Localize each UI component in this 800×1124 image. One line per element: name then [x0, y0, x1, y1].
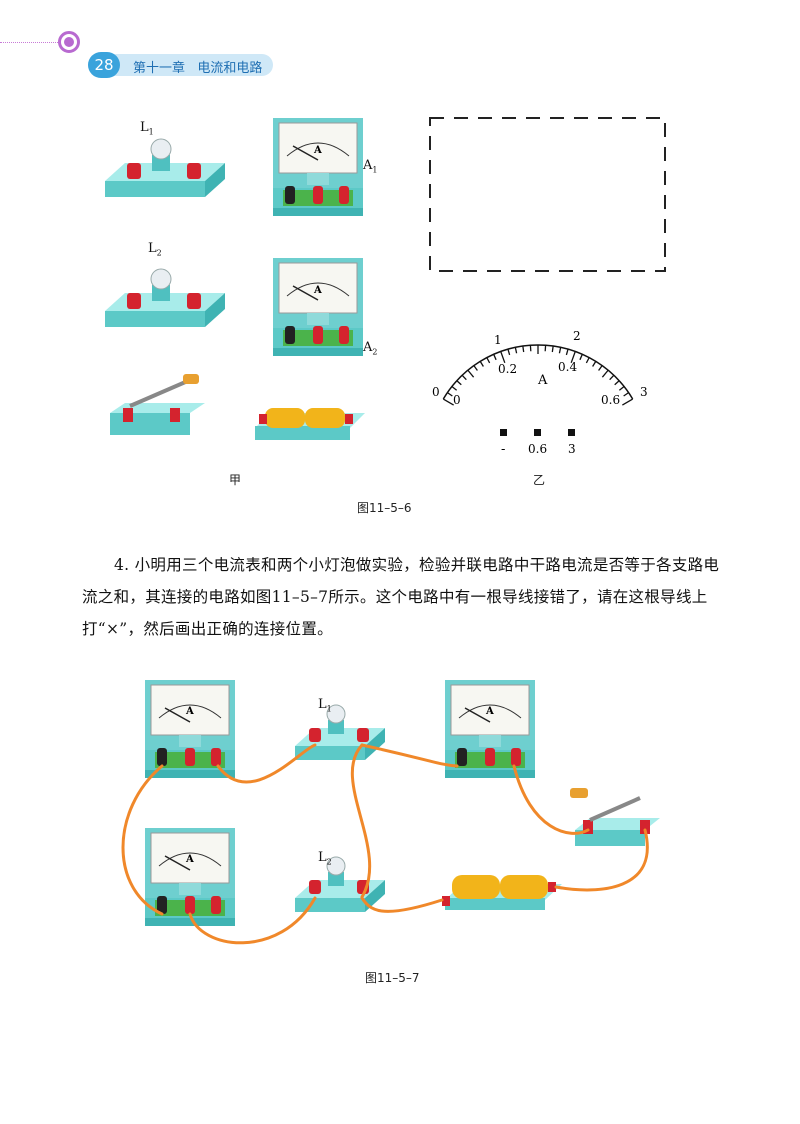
dial-outer-tick: 2 [573, 329, 581, 343]
dial-tick-mark [514, 347, 518, 354]
figure2-circuit: A A A [121, 679, 660, 945]
fig2-label-L1: L1 [318, 697, 332, 714]
dial-tick-mark [456, 380, 462, 386]
terminal-label: - [501, 442, 505, 457]
dial-outer-tick: 0 [432, 385, 440, 399]
meter-face-letter: A [185, 706, 194, 717]
header-ring-icon [58, 31, 80, 53]
dial-tick-mark [585, 357, 590, 364]
dial-outer-tick: 3 [640, 385, 648, 399]
switch [110, 374, 205, 435]
dial-tick-mark [493, 354, 497, 361]
lamp-L2 [104, 268, 226, 328]
dial-tick-mark [507, 348, 511, 356]
meter-face-letter: A [313, 285, 322, 296]
lamp-L1 [104, 138, 226, 198]
meter-face-letter: A [485, 706, 494, 717]
dial-tick-mark [551, 345, 554, 353]
figure2-caption: 图11–5–7 [365, 971, 420, 985]
terminal-minus-icon [500, 429, 507, 436]
figure1-caption: 图11–5–6 [357, 501, 412, 515]
dial-inner-tick: 0.4 [558, 360, 577, 374]
dial-inner-tick: 0 [453, 393, 461, 407]
dial-tick-mark [618, 385, 625, 391]
dial-tick-mark [565, 348, 569, 356]
ammeter-top-left [144, 679, 236, 779]
fig2-label-L2: L2 [318, 850, 332, 867]
dial-tick-mark [601, 369, 609, 378]
dial-inner-tick: 0.6 [601, 393, 620, 407]
dial-tick-mark [570, 351, 576, 364]
dial-tick-mark [623, 392, 629, 397]
dial-tick-mark [579, 354, 583, 361]
chapter-title: 第十一章 电流和电路 [133, 61, 263, 76]
ammeter-A1 [272, 117, 364, 217]
label-L1: L1 [140, 120, 154, 137]
dial-tick-mark [473, 365, 478, 371]
dial-tick-mark [500, 351, 506, 364]
dial-tick-mark [598, 365, 603, 371]
dial-tick-mark [592, 361, 597, 367]
dial-tick-mark [622, 398, 634, 406]
dial-tick-mark [451, 385, 458, 391]
lamp-L2 [294, 856, 386, 913]
header-rule [0, 42, 70, 43]
terminal-0.6-icon [534, 429, 541, 436]
dial-ticks [442, 344, 634, 406]
battery [442, 875, 562, 910]
dial-tick-mark [486, 357, 491, 364]
lamp-L1 [294, 704, 386, 761]
dial-unit: A [537, 373, 548, 388]
switch [570, 788, 660, 846]
question-text: 4. 小明用三个电流表和两个小灯泡做实验，检验并联电路中干路电流是否等于各支路电… [82, 556, 720, 638]
dial-tick-mark [447, 392, 453, 397]
dial-tick-mark [467, 369, 475, 378]
ammeter-A2 [272, 257, 364, 357]
label-A1: A1 [363, 158, 378, 175]
dial-inner-tick: 0.2 [498, 362, 517, 376]
figure1-components: A A [104, 117, 365, 440]
dial-tick-mark [614, 380, 620, 386]
terminal-label: 3 [568, 442, 576, 456]
ammeter-dial: A 0 1 2 3 0 0.2 0.4 0.6 - 0.6 3 [432, 329, 648, 457]
dial-outer-tick: 1 [494, 333, 502, 347]
dial-tick-mark [558, 347, 562, 354]
dial-tick-mark [522, 345, 525, 353]
dial-tick-mark [442, 398, 454, 406]
label-A2: A2 [363, 340, 378, 357]
dashed-drawing-box [429, 117, 666, 272]
dial-tick-mark [461, 374, 467, 381]
battery [255, 408, 365, 440]
subcaption-jia: 甲 [229, 473, 242, 487]
meter-face-letter: A [185, 854, 194, 865]
ammeter-top-right [444, 679, 536, 779]
dial-tick-mark [479, 361, 484, 367]
dial-tick-mark [609, 374, 615, 381]
meter-face-letter: A [313, 145, 322, 156]
subcaption-yi: 乙 [533, 473, 546, 487]
label-L2: L2 [148, 241, 162, 258]
terminal-3-icon [568, 429, 575, 436]
header-tab [88, 54, 273, 76]
wires [121, 743, 649, 945]
terminal-label: 0.6 [528, 442, 547, 456]
page-number: 28 [88, 52, 120, 78]
